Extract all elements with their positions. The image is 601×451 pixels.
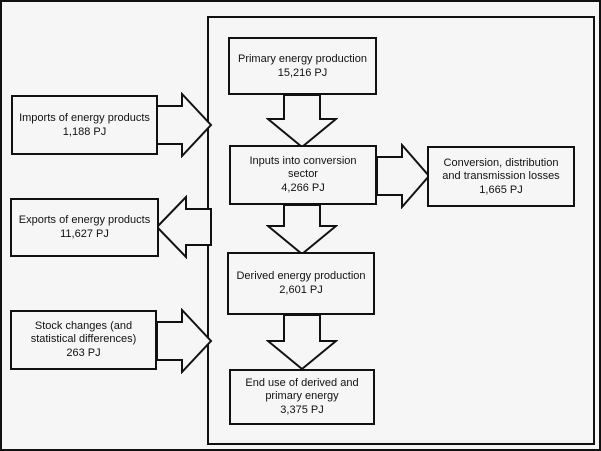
flow-arrow-inputs-to-losses-icon — [376, 143, 431, 209]
flow-arrow-derived-to-enduse-icon — [266, 314, 338, 371]
box-imports-label: Imports of energy products — [19, 111, 150, 124]
box-conversion-inputs: Inputs into conversion sector 4,266 PJ — [229, 145, 377, 205]
box-conversion-losses-value: 1,665 PJ — [479, 183, 523, 196]
box-imports-value: 1,188 PJ — [62, 125, 107, 138]
box-primary-production: Primary energy production 15,216 PJ — [228, 37, 377, 95]
box-primary-production-value: 15,216 PJ — [277, 66, 328, 79]
box-conversion-inputs-value: 4,266 PJ — [281, 182, 325, 194]
flow-arrow-stock-changes-in-icon — [156, 308, 213, 374]
flow-arrow-exports-out-icon — [155, 195, 212, 259]
box-stock-changes-value: 263 PJ — [66, 347, 101, 359]
box-conversion-losses: Conversion, distribution and transmissio… — [427, 146, 575, 207]
flow-arrow-primary-to-inputs-icon — [266, 94, 338, 149]
box-primary-production-label: Primary energy production — [237, 52, 367, 65]
box-exports-label: Exports of energy products — [18, 214, 151, 226]
box-end-use: End use of derived and primary energy 3,… — [229, 369, 375, 425]
box-exports: Exports of energy products 11,627 PJ — [10, 198, 159, 257]
flow-arrow-inputs-to-derived-icon — [266, 204, 338, 256]
flow-arrow-imports-in-icon — [156, 92, 213, 158]
box-stock-changes-label: Stock changes (and statistical differenc… — [30, 320, 137, 345]
box-exports-value: 11,627 PJ — [60, 228, 109, 240]
box-derived-production-value: 2,601 PJ — [279, 284, 323, 296]
box-end-use-label: End use of derived and primary energy — [245, 377, 359, 402]
box-imports: Imports of energy products 1,188 PJ — [11, 95, 158, 155]
box-stock-changes: Stock changes (and statistical differenc… — [10, 310, 157, 370]
box-conversion-inputs-label: Inputs into conversion sector — [249, 155, 357, 180]
box-derived-production-label: Derived energy production — [236, 270, 366, 282]
box-conversion-losses-label: Conversion, distribution and transmissio… — [442, 156, 560, 182]
box-end-use-value: 3,375 PJ — [280, 404, 324, 416]
box-derived-production: Derived energy production 2,601 PJ — [227, 252, 375, 315]
